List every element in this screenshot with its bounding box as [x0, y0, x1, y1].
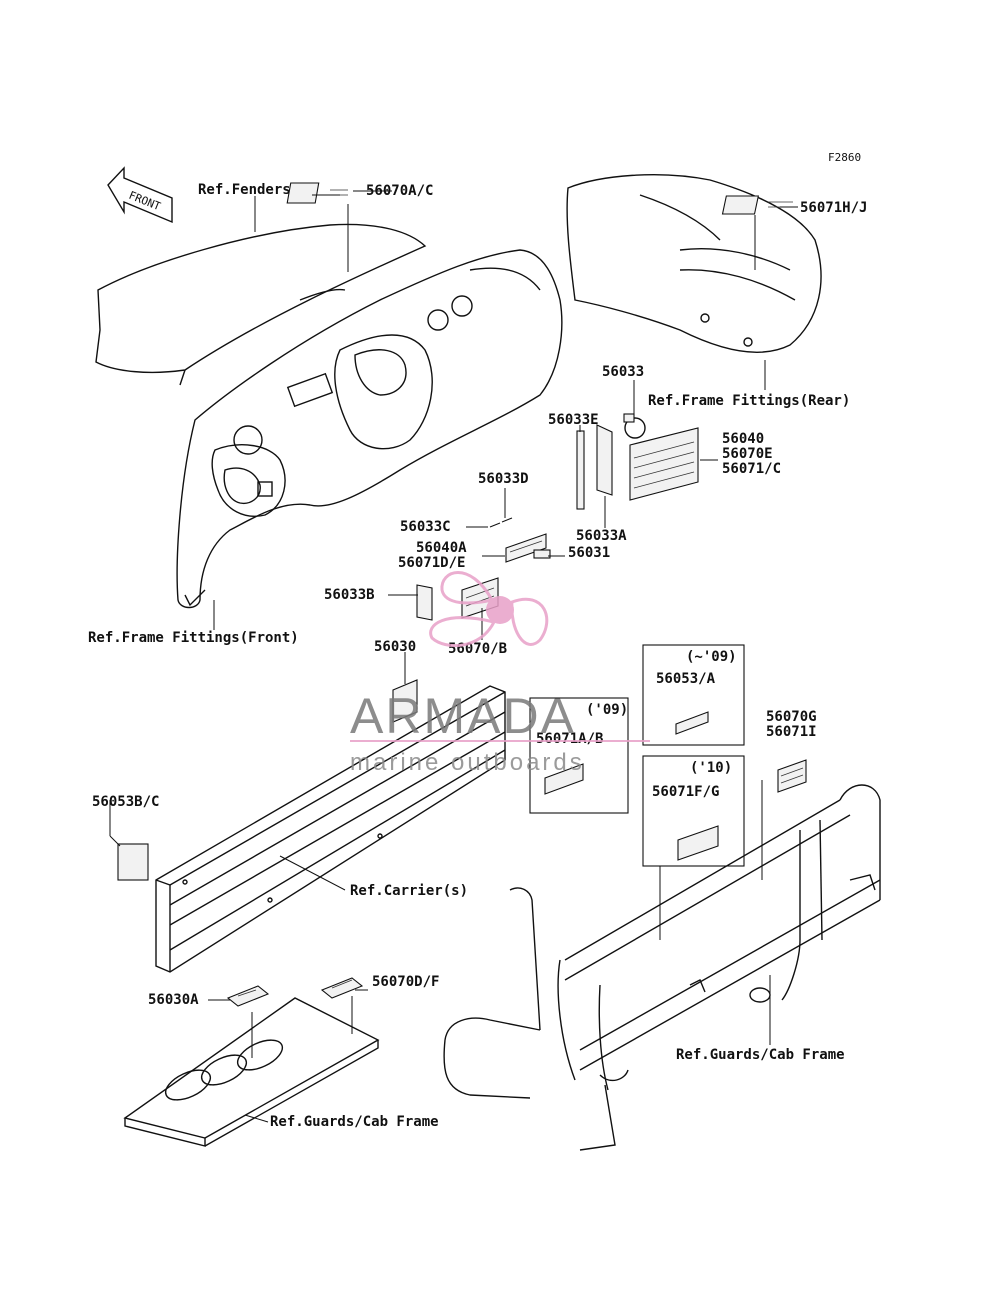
- label-56040: 56040: [722, 431, 764, 447]
- decal-56031: [533, 549, 551, 559]
- guard-cab-frame: [443, 784, 881, 1151]
- leader-lines: [109, 190, 798, 1123]
- variant-box-56071fg: [642, 755, 745, 867]
- rear-side-panel: [566, 174, 822, 353]
- decal-56040-56070e-56071c: [629, 427, 699, 501]
- label-56070ac: 56070A/C: [366, 183, 433, 199]
- figure-id: F2860: [828, 151, 861, 164]
- decal-56070ac: [286, 182, 348, 204]
- label-56033: 56033: [602, 364, 644, 380]
- decal-56033d: [501, 517, 513, 523]
- variant-box-56053a: [642, 644, 745, 746]
- variant-box-56071ab: [529, 697, 629, 814]
- plate-56033a: [596, 424, 613, 496]
- decal-56053bc: [117, 843, 149, 881]
- label-56033e: 56033E: [548, 412, 599, 428]
- label-56053a: 56053/A: [656, 671, 716, 687]
- label-56070df: 56070D/F: [372, 974, 439, 990]
- bracket-56033b: [416, 584, 433, 621]
- label-ref-guards-left: Ref.Guards/Cab Frame: [270, 1114, 439, 1130]
- label-56071c: 56071/C: [722, 461, 781, 477]
- label-56030: 56030: [374, 639, 416, 655]
- label-ref-carrier: Ref.Carrier(s): [350, 883, 468, 899]
- label-56070e: 56070E: [722, 446, 773, 462]
- label-56071ab: 56071A/B: [536, 731, 603, 747]
- propeller-logo-icon: [429, 571, 549, 648]
- label-56040a: 56040A: [416, 540, 467, 556]
- decal-56030a: [226, 985, 270, 1007]
- label-56053a-year: (~'09): [686, 649, 737, 665]
- armada-watermark: ARMADA marine outboards: [350, 571, 650, 776]
- skid-plate: [123, 997, 380, 1147]
- label-56071fg: 56071F/G: [652, 784, 719, 800]
- label-56071hj: 56071H/J: [800, 200, 867, 216]
- label-ref-fenders: Ref.Fenders: [198, 182, 291, 198]
- decal-56071hj: [721, 195, 793, 215]
- cargo-bed-panel: [155, 685, 506, 973]
- watermark-brand: ARMADA: [350, 688, 576, 744]
- label-56053bc: 56053B/C: [92, 794, 159, 810]
- label-56030a: 56030A: [148, 992, 199, 1008]
- decal-56070df: [320, 977, 364, 999]
- decal-56030: [392, 679, 418, 723]
- dashboard-body: [176, 249, 563, 609]
- label-56071ab-year: ('09): [586, 702, 628, 718]
- label-ref-guards-right: Ref.Guards/Cab Frame: [676, 1047, 845, 1063]
- clamp-56033: [623, 413, 646, 439]
- label-56033c: 56033C: [400, 519, 451, 535]
- callout-labels: Ref.Fenders 56070A/C 56071H/J 56033 Ref.…: [88, 182, 867, 1130]
- label-56071i: 56071I: [766, 724, 817, 740]
- fender-panel: [95, 223, 427, 386]
- strip-56033e: [576, 430, 585, 510]
- watermark-tagline: marine outboards: [350, 749, 585, 776]
- label-56070g: 56070G: [766, 709, 817, 725]
- label-56071de: 56071D/E: [398, 555, 465, 571]
- decal-56040a-56071de: [505, 533, 547, 563]
- label-56071fg-year: ('10): [690, 760, 732, 776]
- front-arrow-icon: FRONT: [107, 166, 173, 224]
- label-ref-frame-front: Ref.Frame Fittings(Front): [88, 630, 299, 646]
- label-56033d: 56033D: [478, 471, 529, 487]
- label-ref-frame-rear: Ref.Frame Fittings(Rear): [648, 393, 850, 409]
- decal-56033c: [489, 522, 501, 528]
- label-56033a: 56033A: [576, 528, 627, 544]
- label-56031: 56031: [568, 545, 610, 561]
- decal-56070g-56071i: [777, 759, 807, 793]
- label-56033b: 56033B: [324, 587, 375, 603]
- label-56070b: 56070/B: [448, 641, 507, 657]
